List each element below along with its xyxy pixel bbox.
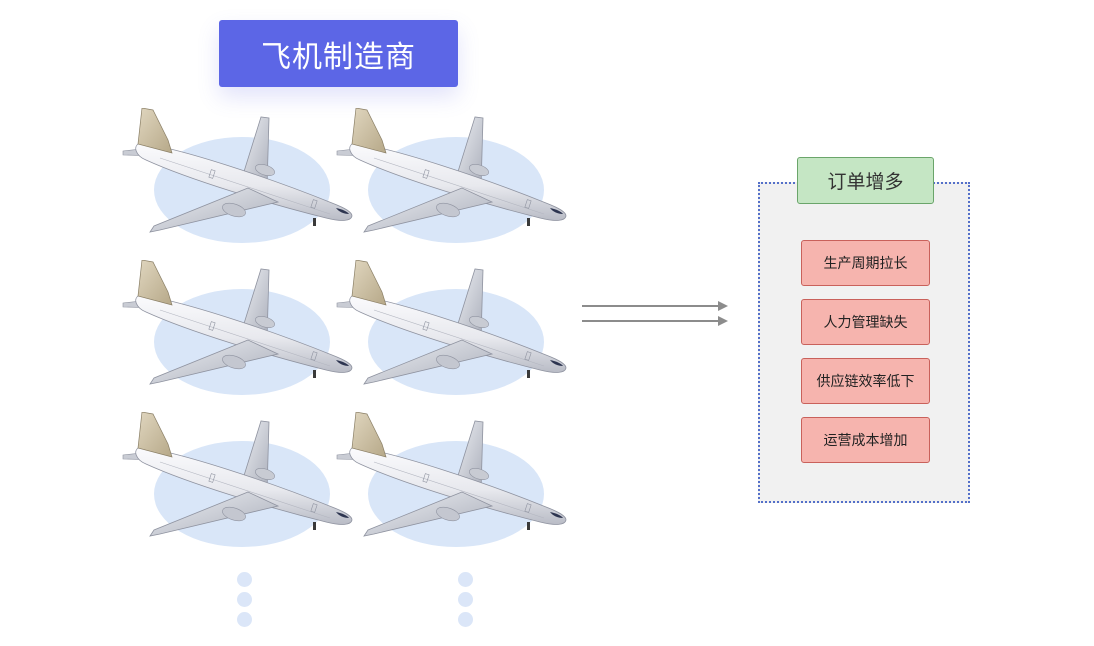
issue-item: 运营成本增加: [801, 417, 930, 463]
airplane-icon: [120, 260, 360, 410]
airplane-icon: [334, 108, 574, 258]
ellipsis-dots-icon: [458, 572, 474, 632]
issue-item: 供应链效率低下: [801, 358, 930, 404]
ellipsis-dots-icon: [237, 572, 253, 632]
airplane-icon: [120, 412, 360, 562]
airplane-icon: [334, 412, 574, 562]
right-arrow-icon: [582, 301, 728, 326]
issue-item: 生产周期拉长: [801, 240, 930, 286]
airplane-icon: [334, 260, 574, 410]
airplane-icon: [120, 108, 360, 258]
issue-item: 人力管理缺失: [801, 299, 930, 345]
panel-title: 订单增多: [797, 157, 934, 204]
manufacturer-title: 飞机制造商: [219, 20, 458, 87]
